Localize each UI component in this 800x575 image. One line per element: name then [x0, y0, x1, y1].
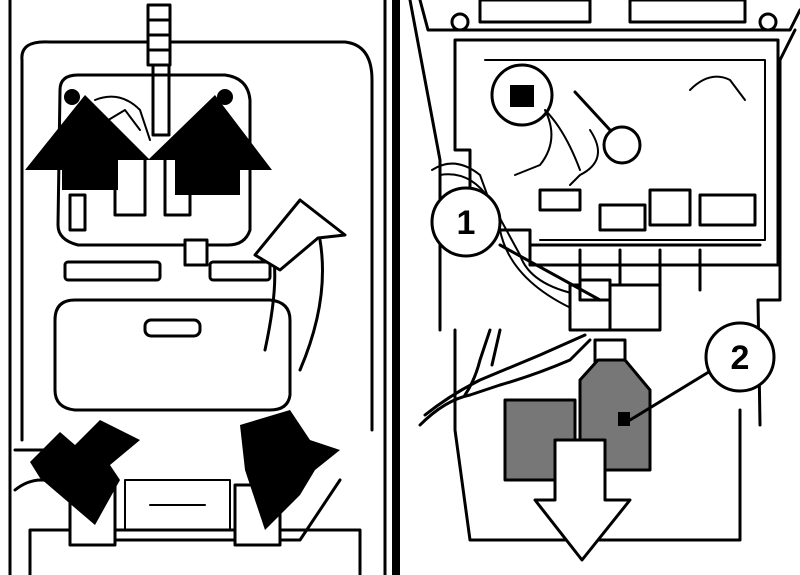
- harness-branch: [463, 328, 502, 397]
- shifter-rod: [151, 63, 171, 137]
- upper-switch-panel: [56, 73, 252, 247]
- lift-arrow-head: [253, 198, 347, 272]
- small-connector-left: [68, 193, 87, 232]
- arrow-up-right: [148, 95, 272, 195]
- control-unit-inner: [484, 59, 766, 241]
- left-panel-center-console: [8, 0, 387, 575]
- arrow-down-right: [240, 410, 340, 530]
- knob-lever: [573, 90, 612, 132]
- block-a: [538, 188, 582, 212]
- trim-screw-right: [758, 12, 778, 32]
- pull-down-arrow: [533, 438, 632, 562]
- unit-base-ribs: [528, 243, 762, 292]
- block-d: [698, 193, 757, 227]
- top-vent-right: [628, 0, 747, 24]
- small-clip: [183, 238, 209, 267]
- connector-2-window: [618, 412, 630, 426]
- cover-handle: [143, 318, 202, 338]
- panel-divider: [392, 0, 400, 575]
- knob-pivot: [602, 125, 642, 165]
- console-top-edge: [20, 40, 374, 432]
- callout-2-label: 2: [731, 339, 750, 377]
- control-curve: [689, 75, 746, 101]
- callout-1-circle: [430, 186, 502, 258]
- screw-right-top: [217, 89, 233, 105]
- trim-screw-left: [450, 12, 470, 32]
- lower-cover: [53, 298, 292, 412]
- harness-coil: [569, 129, 599, 186]
- slot-right: [208, 260, 272, 282]
- block-b: [598, 203, 647, 232]
- motor-core: [510, 85, 534, 107]
- control-unit-frame: [453, 38, 780, 267]
- dash-trim: [418, 0, 800, 32]
- callout-2-leader: [628, 368, 714, 422]
- tray-center: [124, 479, 231, 531]
- arrow-down-left: [30, 420, 140, 525]
- callout-2-circle: [704, 321, 776, 393]
- callout-1-label: 1: [457, 204, 476, 242]
- screw-left-top: [64, 89, 80, 105]
- harness-lower: [418, 333, 592, 427]
- slot-left: [63, 260, 162, 282]
- block-c: [648, 188, 692, 227]
- callout-2: 2: [704, 321, 776, 393]
- harness-motor: [514, 109, 581, 176]
- callout-1: 1: [430, 186, 502, 258]
- trim-left-lower: [408, 0, 742, 542]
- callout-1-leader: [498, 243, 602, 302]
- right-panel-unit-removal: 1 2: [408, 0, 800, 562]
- top-vent-left: [478, 0, 592, 24]
- gear-shifter-ridges: [148, 18, 170, 52]
- arrow-up-left: [25, 95, 150, 190]
